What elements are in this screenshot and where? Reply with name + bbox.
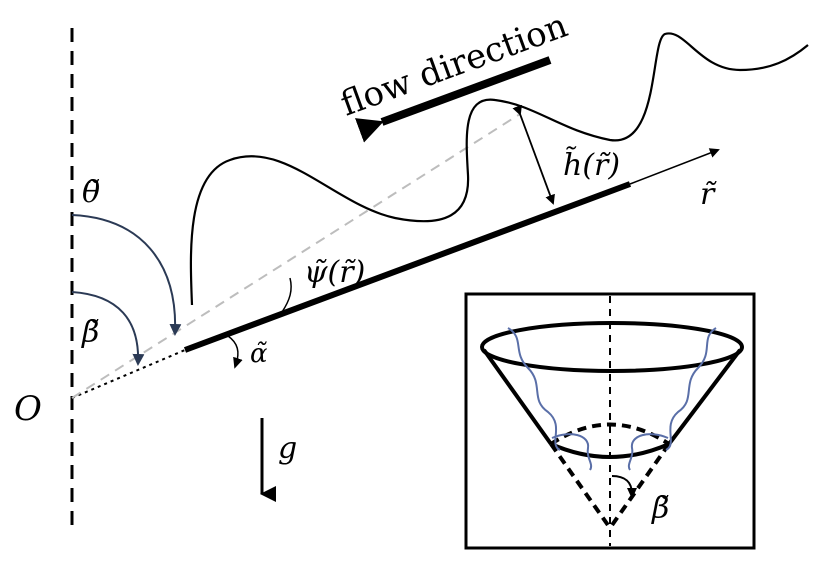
beta-angle-arc xyxy=(71,291,145,366)
film-stream-1 xyxy=(507,327,561,451)
thickness-arrow xyxy=(512,104,555,205)
cone-inset: β̃ xyxy=(464,292,756,550)
r-axis-arrow xyxy=(629,148,720,185)
cone-bottom-back xyxy=(549,422,671,446)
cone-top-rim xyxy=(480,321,744,373)
inset-beta-label: β̃ xyxy=(651,491,669,526)
gravity-label: g xyxy=(278,431,297,466)
cone-wall-left xyxy=(482,348,553,446)
alpha-angle-arc xyxy=(227,335,243,369)
flow-direction-arrow xyxy=(354,56,552,143)
cone-wall-right xyxy=(667,348,742,446)
alpha-label: α̃ xyxy=(250,339,268,369)
psi-angle-arc xyxy=(281,277,292,313)
cone-apex-left xyxy=(549,442,612,530)
film-stream-4 xyxy=(627,433,669,471)
beta-label: β̃ xyxy=(81,315,99,350)
film-stream-2 xyxy=(665,327,717,451)
film-stream-3 xyxy=(551,433,593,471)
surface-guide-line xyxy=(71,113,521,399)
r-label: r̃ xyxy=(700,177,717,212)
origin-dotted-line xyxy=(71,349,186,399)
cone-bottom-front xyxy=(550,442,670,459)
h-label: h̃(r̃) xyxy=(563,146,620,183)
cone-apex-right xyxy=(608,442,671,530)
inclined-plate xyxy=(183,181,632,353)
origin-label: O xyxy=(14,389,42,429)
theta-angle-arc xyxy=(71,214,182,336)
psi-label: ψ̃(r̃) xyxy=(304,255,365,290)
theta-label: θ̃ xyxy=(82,175,100,210)
inset-beta-arc xyxy=(611,475,637,499)
free-surface-wave xyxy=(189,32,809,306)
